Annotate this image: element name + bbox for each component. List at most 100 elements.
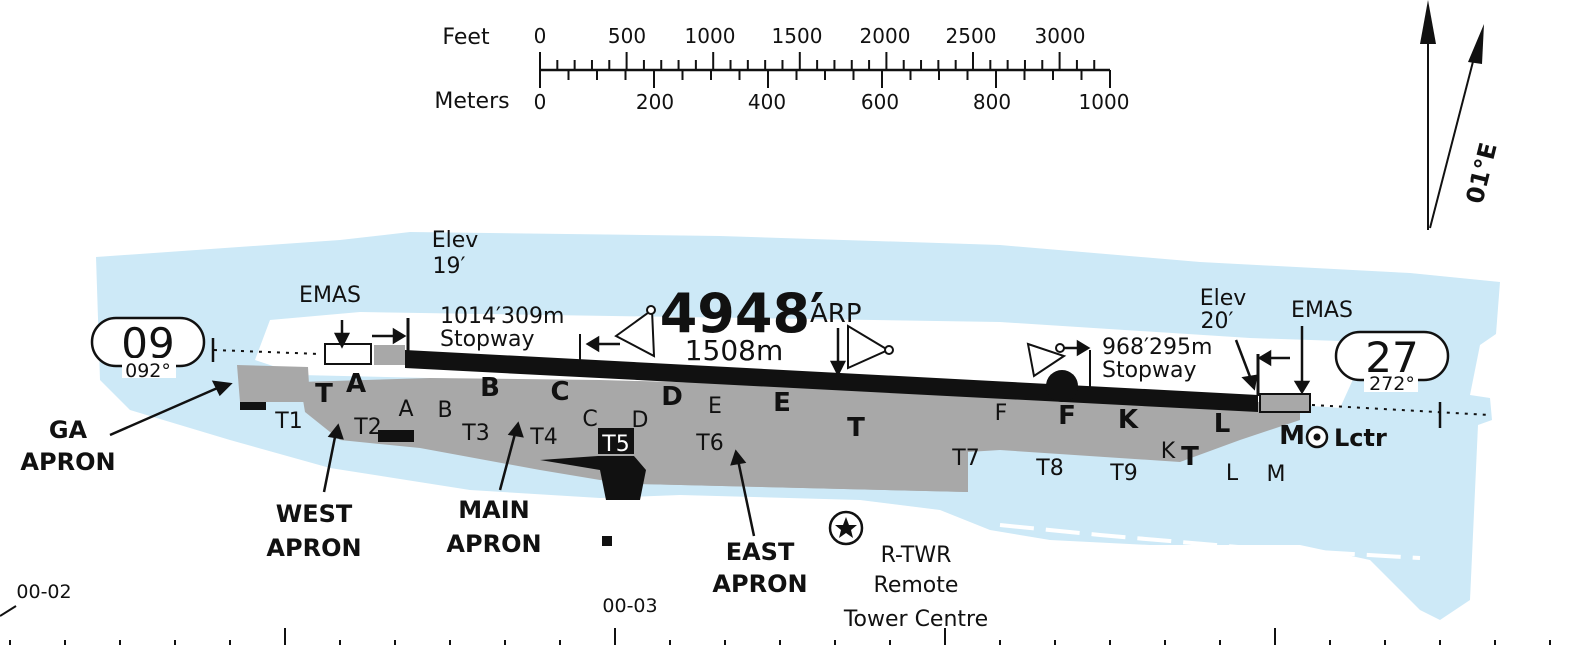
- scale-meters-tick: 800: [973, 90, 1011, 114]
- emas-east: [1259, 393, 1311, 413]
- scale-meters-tick: 1000: [1079, 90, 1130, 114]
- taxiway-label: B: [480, 373, 500, 403]
- main-apron-label: APRON: [446, 530, 541, 558]
- stand-label: T4: [529, 425, 557, 450]
- true-north-arrowhead: [1420, 0, 1436, 44]
- scale-feet-tick: 1500: [772, 24, 823, 48]
- parallel-taxiway-label: T: [1181, 442, 1199, 472]
- elev-east-label: Elev: [1200, 286, 1247, 311]
- taxiway-label-small: B: [437, 398, 452, 423]
- scale-feet-tick: 2500: [946, 24, 997, 48]
- stopway-east-label: Stopway: [1102, 358, 1197, 383]
- callout-arrows: [109, 320, 1311, 537]
- runway-end-27: 27 272°: [1334, 330, 1450, 395]
- west-apron-label: WEST: [276, 500, 353, 528]
- emas-east-label: EMAS: [1291, 298, 1353, 323]
- scale-ticks: [539, 52, 1111, 88]
- stand-label: T8: [1035, 456, 1063, 481]
- taxiway-label: C: [550, 377, 569, 407]
- scale-meters-tick: 600: [861, 90, 899, 114]
- terminal-building: [540, 456, 646, 500]
- runway-end-09: 09 092°: [90, 316, 206, 382]
- taxiway-label-small: K: [1161, 439, 1176, 464]
- west-apron-label: APRON: [266, 534, 361, 562]
- building: [378, 430, 414, 442]
- taxiway-label: M: [1279, 421, 1305, 451]
- stand-label: T7: [951, 446, 979, 471]
- locator-icon-dot: [1313, 433, 1321, 441]
- building: [602, 536, 612, 546]
- terminal-building: [598, 428, 634, 454]
- ga-apron-label: APRON: [20, 448, 115, 476]
- stand-label: T1: [274, 409, 302, 434]
- taxiway-label-small: F: [995, 401, 1008, 426]
- building: [240, 402, 266, 410]
- centerline-east: [1311, 404, 1491, 416]
- magnetic-north-line: [1429, 49, 1477, 229]
- ga-apron-area: [237, 365, 310, 402]
- grid-marker: [0, 605, 17, 617]
- runway-heading: 092°: [125, 360, 171, 382]
- taxiway-label-small: C: [582, 407, 597, 432]
- runway: [405, 350, 1258, 412]
- stand-label: T2: [353, 415, 381, 440]
- tower-line3: Tower Centre: [843, 607, 988, 632]
- east-apron-area: [640, 425, 968, 492]
- parallel-taxiway-label: T: [315, 379, 333, 409]
- grid-ref-center: 00-03: [602, 595, 657, 617]
- scale-meters-tick: 200: [636, 90, 674, 114]
- taxiway-label-small: M: [1267, 462, 1286, 487]
- taxiway-label: F: [1058, 401, 1076, 431]
- scale-meters-label: Meters: [434, 89, 509, 114]
- shoreline-edge: [999, 523, 1421, 560]
- stand-label: T9: [1109, 461, 1137, 486]
- stopway-west: [374, 345, 405, 365]
- tower-name: R-TWR: [881, 543, 952, 568]
- east-apron-label: EAST: [726, 538, 795, 566]
- taxiway-label-small: A: [398, 397, 413, 422]
- runway-length-ft: 4948′: [660, 282, 825, 345]
- scale-feet-tick: 1000: [685, 24, 736, 48]
- stand-label: T6: [695, 431, 723, 456]
- emas-west-label: EMAS: [299, 283, 361, 308]
- emas-west: [324, 343, 372, 365]
- east-apron-label: APRON: [712, 570, 807, 598]
- runway-heading-mask: [1364, 372, 1418, 392]
- scale-feet-label: Feet: [442, 25, 490, 50]
- taxiway-label: D: [661, 382, 683, 412]
- grid-border: [9, 628, 1551, 645]
- elev-west-label: Elev: [432, 228, 479, 253]
- tower-line2: Remote: [874, 573, 959, 598]
- scale-bar: Feet Meters 0 500 1000 1500 2000 2500 30…: [434, 24, 1129, 114]
- north-arrow: 01°E: [1420, 0, 1503, 230]
- taxiway-label: A: [346, 369, 366, 399]
- parallel-taxiway-label: T: [847, 413, 865, 443]
- stopway-west-length: 1014′309m: [440, 304, 564, 329]
- scale-feet-tick: 2000: [860, 24, 911, 48]
- scale-feet-tick: 0: [534, 24, 547, 48]
- stand-label: T3: [461, 421, 489, 446]
- taxiway-label-small: E: [708, 394, 722, 419]
- taxiway-label: E: [773, 388, 791, 418]
- runway-heading-mask: [122, 358, 176, 378]
- runway-clear-area: [255, 312, 1370, 408]
- arp-marker: [1046, 370, 1078, 402]
- scale-feet-tick: 3000: [1035, 24, 1086, 48]
- stopway-east-length: 968′295m: [1102, 335, 1212, 360]
- main-apron-label: MAIN: [458, 496, 529, 524]
- taxiway-label-small: D: [632, 408, 649, 433]
- runway-heading: 272°: [1369, 373, 1415, 395]
- taxiway-label: L: [1214, 409, 1231, 439]
- stand-label: T5: [601, 432, 629, 457]
- tower-star-icon-shape: [835, 517, 857, 538]
- scale-meters-tick: 0: [534, 90, 547, 114]
- scale-feet-tick: 500: [608, 24, 646, 48]
- taxiway-label: K: [1118, 405, 1139, 435]
- elev-east-value: 20′: [1201, 309, 1234, 334]
- stopway-west-label: Stopway: [440, 327, 535, 352]
- ga-apron-label: GA: [49, 416, 88, 444]
- locator-label: Lctr: [1334, 424, 1387, 452]
- elev-west-value: 19′: [433, 254, 466, 279]
- runway-length-m: 1508m: [685, 334, 784, 367]
